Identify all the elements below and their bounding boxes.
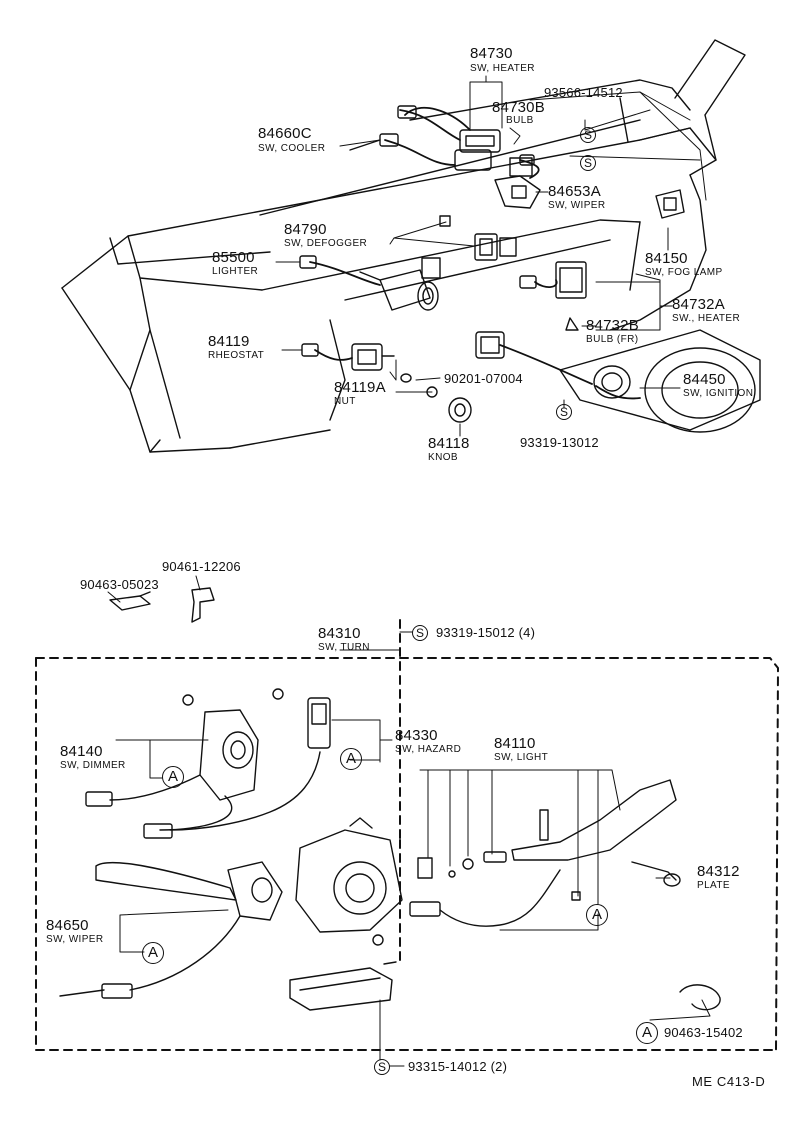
callout-84730B: 84730B [492, 99, 545, 116]
s-mark: S [580, 155, 596, 171]
drawing-code: ME C413-D [692, 1074, 766, 1089]
callout-84732A: 84732A [672, 296, 725, 313]
a-mark: A [142, 942, 164, 964]
lower-leaders [115, 631, 711, 1067]
callout-90463-05023: 90463-05023 [80, 577, 159, 592]
a-mark: A [586, 904, 608, 926]
a-mark: A [636, 1022, 658, 1044]
callout-84118-name: KNOB [428, 452, 458, 463]
a-mark: A [162, 766, 184, 788]
callout-84150: 84150 [645, 250, 688, 267]
callout-93315-14012: 93315-14012 (2) [408, 1059, 508, 1074]
s-mark: S [580, 127, 596, 143]
clamp-drawing [679, 984, 721, 1011]
callout-93319-13012: 93319-13012 [520, 435, 599, 450]
callout-84650-name: SW, WIPER [46, 934, 104, 945]
callout-93566-14512: 93566-14512 [544, 85, 623, 100]
light-switch-drawing [409, 779, 681, 927]
callout-84330-name: SW, HAZARD [395, 744, 462, 755]
callout-84312: 84312 [697, 863, 740, 880]
callout-84119: 84119 [208, 333, 250, 350]
callout-90461-12206: 90461-12206 [162, 559, 241, 574]
s-mark: S [556, 404, 572, 420]
callout-84110: 84110 [494, 735, 536, 752]
callout-84653A-name: SW, WIPER [548, 200, 606, 211]
callout-84140: 84140 [60, 743, 103, 760]
upper-switch-parts [351, 129, 685, 423]
callout-84730: 84730 [470, 45, 513, 62]
a-mark: A [340, 748, 362, 770]
callout-84150-name: SW, FOG LAMP [645, 267, 723, 278]
callout-84119A-name: NUT [334, 396, 356, 407]
callout-84660C: 84660C [258, 125, 312, 142]
callout-84730B-name: BULB [506, 115, 534, 126]
callout-84450: 84450 [683, 371, 726, 388]
instrument-panel-drawing [61, 39, 746, 453]
callout-84110-name: SW, LIGHT [494, 752, 549, 763]
callout-84140-name: SW, DIMMER [60, 760, 126, 771]
callout-93319-15012: 93319-15012 (4) [436, 625, 536, 640]
clip-parts [109, 587, 215, 623]
callout-84118: 84118 [428, 435, 470, 452]
callout-84450-name: SW, IGNITION [683, 388, 754, 399]
callout-90201-07004: 90201-07004 [444, 371, 523, 386]
callout-84730-name: SW, HEATER [470, 63, 535, 74]
clip-leaders [107, 575, 201, 603]
callout-84119-name: RHEOSTAT [208, 350, 265, 361]
dimmer-switch-drawing [85, 688, 284, 831]
s-mark: S [412, 625, 428, 641]
s-mark: S [374, 1059, 390, 1075]
switch-assembly-boundary [35, 619, 779, 1051]
wiper-switch-drawing [59, 861, 283, 999]
upper-wiring [309, 106, 641, 400]
callout-84790: 84790 [284, 221, 327, 238]
connector-block-drawing [289, 961, 397, 1011]
callout-84790-name: SW, DEFOGGER [284, 238, 368, 249]
callout-84119A: 84119A [334, 379, 386, 396]
callout-84310-name: SW, TURN [318, 642, 370, 653]
callout-84660C-name: SW, COOLER [258, 143, 326, 154]
hazard-switch-drawing [143, 697, 331, 839]
callout-84732B: 84732B [586, 317, 639, 334]
callout-90463-15402: 90463-15402 [664, 1025, 743, 1040]
callout-84732A-name: SW., HEATER [672, 313, 741, 324]
callout-84650: 84650 [46, 917, 89, 934]
callout-84653A: 84653A [548, 183, 601, 200]
callout-85500: 85500 [212, 249, 255, 266]
callout-84330: 84330 [395, 727, 438, 744]
turn-switch-body-drawing [295, 817, 403, 946]
callout-84732B-name: BULB (FR) [586, 334, 639, 345]
callout-84312-name: PLATE [697, 880, 730, 891]
callout-84310: 84310 [318, 625, 361, 642]
ignition-cylinder-drawing [475, 329, 761, 433]
callout-85500-name: LIGHTER [212, 266, 259, 277]
